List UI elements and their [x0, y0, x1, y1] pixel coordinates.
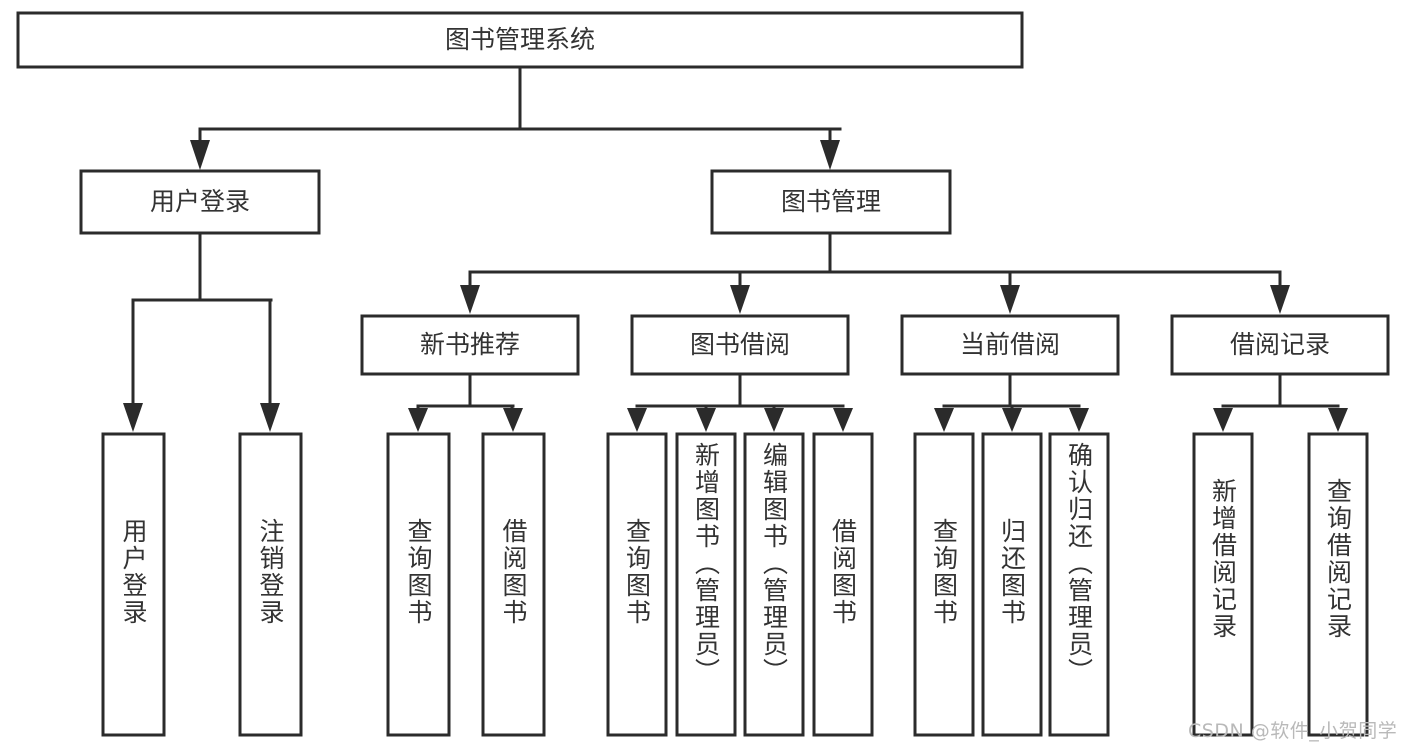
- connectors-newbook-to-leaves: [408, 372, 523, 432]
- arrowhead-borrow: [730, 285, 750, 314]
- leaf-box-record-add[interactable]: [1192, 432, 1254, 737]
- node-box-book-borrow[interactable]: [630, 314, 850, 376]
- leaf-box-borrow-query[interactable]: [606, 432, 668, 737]
- arrowhead-record-add: [1213, 408, 1233, 432]
- node-label-new-book-recommend: 新书推荐: [420, 330, 520, 359]
- leaf-box-borrow-add[interactable]: [675, 432, 737, 737]
- arrowhead-newbook-query: [408, 408, 428, 432]
- node-label-user-login: 用户登录: [150, 187, 250, 216]
- leaf-box-record-query[interactable]: [1307, 432, 1369, 737]
- node-label-current-borrow: 当前借阅: [960, 330, 1060, 359]
- connectors-borrow-to-leaves: [627, 372, 853, 432]
- connectors-userlogin-to-leaves: [123, 231, 280, 432]
- node-box-borrow-record[interactable]: [1170, 314, 1390, 376]
- arrowhead-current-confirm: [1069, 408, 1089, 432]
- arrowhead-book-manage: [820, 140, 840, 170]
- arrowhead-current-query: [934, 408, 954, 432]
- connectors-root-to-level2: [190, 65, 842, 170]
- leaf-box-newbook-query[interactable]: [386, 432, 451, 737]
- node-label-borrow-record: 借阅记录: [1230, 330, 1330, 359]
- node-box-new-book-recommend[interactable]: [360, 314, 580, 376]
- watermark-text: CSDN @软件_小贺同学: [1188, 720, 1398, 742]
- arrowhead-borrow-lend: [833, 408, 853, 432]
- leaf-box-user-login[interactable]: [101, 432, 166, 737]
- leaf-box-current-query[interactable]: [913, 432, 975, 737]
- arrowhead-borrow-query: [627, 408, 647, 432]
- leaf-box-borrow-lend[interactable]: [812, 432, 874, 737]
- node-label-book-borrow: 图书借阅: [690, 330, 790, 359]
- arrowhead-current-return: [1002, 408, 1022, 432]
- arrowhead-leaf-logout: [260, 403, 280, 432]
- arrowhead-leaf-user-login: [123, 403, 143, 432]
- node-box-user-login[interactable]: [79, 169, 321, 235]
- connectors-record-to-leaves: [1213, 372, 1348, 432]
- arrowhead-record: [1270, 285, 1290, 314]
- node-label-book-manage: 图书管理: [781, 187, 881, 216]
- arrowhead-current: [1000, 285, 1020, 314]
- arrowhead-newbook: [460, 285, 480, 314]
- arrowhead-borrow-edit: [764, 408, 784, 432]
- leaf-box-borrow-edit[interactable]: [743, 432, 805, 737]
- node-box-root[interactable]: [16, 11, 1024, 69]
- connectors-bookmanage-to-level3: [460, 231, 1290, 314]
- node-box-book-manage[interactable]: [710, 169, 952, 235]
- node-box-current-borrow[interactable]: [900, 314, 1120, 376]
- arrowhead-newbook-borrow: [503, 408, 523, 432]
- connectors-current-to-leaves: [934, 372, 1089, 432]
- leaf-box-current-return[interactable]: [981, 432, 1043, 737]
- arrowhead-user-login: [190, 140, 210, 170]
- leaf-box-logout[interactable]: [238, 432, 303, 737]
- leaf-box-newbook-borrow[interactable]: [481, 432, 546, 737]
- arrowhead-borrow-add: [696, 408, 716, 432]
- arrowhead-record-query: [1328, 408, 1348, 432]
- leaf-box-current-confirm[interactable]: [1048, 432, 1110, 737]
- node-label-root: 图书管理系统: [445, 25, 595, 54]
